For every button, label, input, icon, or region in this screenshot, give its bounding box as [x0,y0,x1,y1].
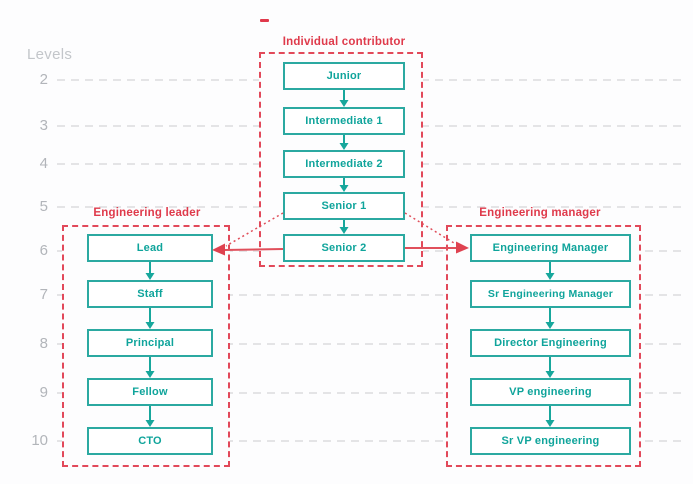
level-tick-7: 7 [39,286,48,303]
gridline-level-9 [57,392,686,394]
gridline-level-7 [57,294,686,296]
level-tick-3: 3 [39,117,48,134]
track-title-engineering-leader: Engineering leader [93,207,201,219]
level-tick-2: 2 [39,71,48,88]
node-sr-engineering-manager: Sr Engineering Manager [470,280,631,308]
node-director-engineering: Director Engineering [470,329,631,357]
node-sr-vp-engineering: Sr VP engineering [470,427,631,455]
node-principal: Principal [87,329,213,357]
node-vp-engineering: VP engineering [470,378,631,406]
stray-red-dash-icon [260,19,269,22]
levels-axis-title: Levels [27,46,73,63]
node-fellow: Fellow [87,378,213,406]
node-senior-1: Senior 1 [283,192,405,220]
level-tick-9: 9 [39,384,48,401]
track-title-individual-contributor: Individual contributor [282,36,406,48]
node-lead: Lead [87,234,213,262]
track-title-engineering-manager: Engineering manager [479,207,601,219]
gridline-level-8 [57,343,686,345]
node-junior: Junior [283,62,405,90]
level-tick-10: 10 [31,432,48,449]
level-tick-5: 5 [39,198,48,215]
node-staff: Staff [87,280,213,308]
level-tick-6: 6 [39,242,48,259]
level-tick-4: 4 [39,155,48,172]
gridline-level-10 [57,440,686,442]
node-engineering-manager: Engineering Manager [470,234,631,262]
node-cto: CTO [87,427,213,455]
node-senior-2: Senior 2 [283,234,405,262]
node-intermediate-2: Intermediate 2 [283,150,405,178]
level-tick-8: 8 [39,335,48,352]
node-intermediate-1: Intermediate 1 [283,107,405,135]
